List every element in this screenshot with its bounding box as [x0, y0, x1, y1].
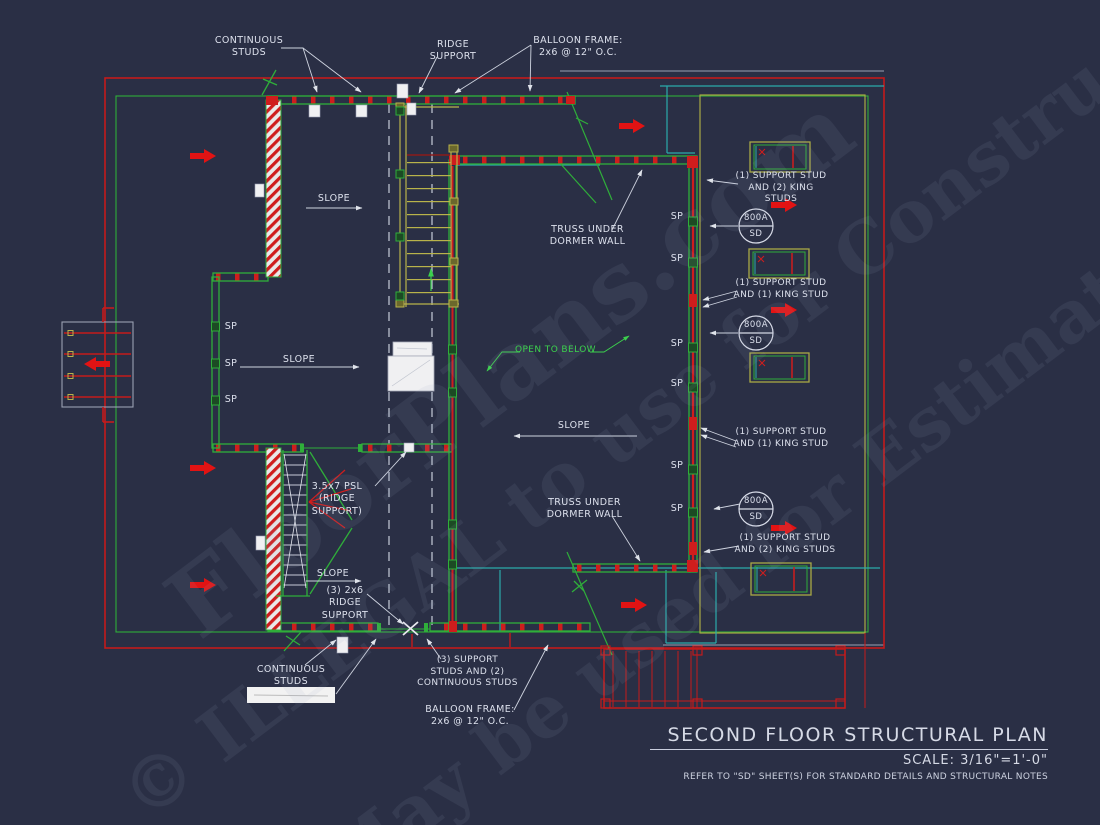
- label-sp: SP: [670, 378, 684, 389]
- label-truss-dormer-bottom: TRUSS UNDER DORMER WALL: [546, 497, 623, 521]
- label-ridge-support-top: RIDGE SUPPORT: [429, 39, 477, 63]
- detail-callout-800a: 800A SD: [739, 497, 773, 521]
- label-sp: SP: [670, 211, 684, 222]
- callout-code: 800A: [743, 320, 769, 330]
- label-sp: SP: [670, 503, 684, 514]
- label-slope-1: SLOPE: [317, 193, 351, 204]
- label-sp: SP: [224, 321, 238, 332]
- lower-staircase: [276, 450, 353, 597]
- callout-sheet: SD: [749, 228, 763, 239]
- label-psl-ridge-support: 3.5x7 PSL (RIDGE SUPPORT): [311, 481, 363, 517]
- sheet-scale: SCALE: 3/16"=1'-0": [902, 753, 1048, 768]
- callout-code: 800A: [743, 496, 769, 506]
- label-support-2king-top: (1) SUPPORT STUD AND (2) KING STUDS: [735, 171, 827, 205]
- label-sp: SP: [670, 460, 684, 471]
- label-slope-4: SLOPE: [316, 568, 350, 579]
- label-balloon-frame-bottom: BALLOON FRAME: 2x6 @ 12" O.C.: [425, 704, 515, 728]
- callout-sheet: SD: [749, 335, 763, 346]
- detail-callout-800a: 800A SD: [739, 214, 773, 238]
- label-support-1king-1: (1) SUPPORT STUD AND (1) KING STUD: [733, 278, 829, 300]
- main-staircase: [395, 102, 459, 308]
- label-support-studs-bottom: (3) SUPPORT STUDS AND (2) CONTINUOUS STU…: [417, 655, 518, 689]
- label-slope-3: SLOPE: [557, 420, 591, 431]
- leader-lines: [240, 44, 741, 711]
- label-sp: SP: [224, 358, 238, 369]
- callout-code: 800A: [743, 213, 769, 223]
- label-sp: SP: [670, 338, 684, 349]
- detail-callout-circles: [738, 208, 774, 527]
- sheet-title: SECOND FLOOR STRUCTURAL PLAN: [650, 724, 1048, 750]
- label-sp: SP: [224, 394, 238, 405]
- detail-callout-800a: 800A SD: [739, 321, 773, 345]
- label-continuous-studs-top: CONTINUOUS STUDS: [214, 35, 284, 59]
- rear-deck: [600, 633, 866, 709]
- sheet-note: REFER TO "SD" SHEET(S) FOR STANDARD DETA…: [683, 772, 1048, 782]
- chimney: [387, 341, 435, 392]
- label-balloon-frame-top: BALLOON FRAME: 2x6 @ 12" O.C.: [533, 35, 623, 59]
- label-continuous-studs-bottom: CONTINUOUS STUDS: [256, 664, 326, 688]
- label-sp: SP: [670, 253, 684, 264]
- label-3-2x6-ridge-support: (3) 2x6 RIDGE SUPPORT: [321, 585, 369, 621]
- dormer-windows: [748, 141, 812, 596]
- label-support-1king-2: (1) SUPPORT STUD AND (1) KING STUD: [733, 427, 829, 449]
- label-slope-2: SLOPE: [282, 354, 316, 365]
- left-bumpout: [61, 307, 134, 423]
- label-support-2king-bottom: (1) SUPPORT STUD AND (2) KING STUDS: [734, 533, 836, 555]
- slope-direction-arrows: [84, 119, 797, 612]
- label-open-to-below: OPEN TO BELOW: [515, 345, 596, 355]
- stud-markers: [247, 69, 588, 703]
- label-truss-dormer-top: TRUSS UNDER DORMER WALL: [549, 224, 626, 248]
- callout-sheet: SD: [749, 511, 763, 522]
